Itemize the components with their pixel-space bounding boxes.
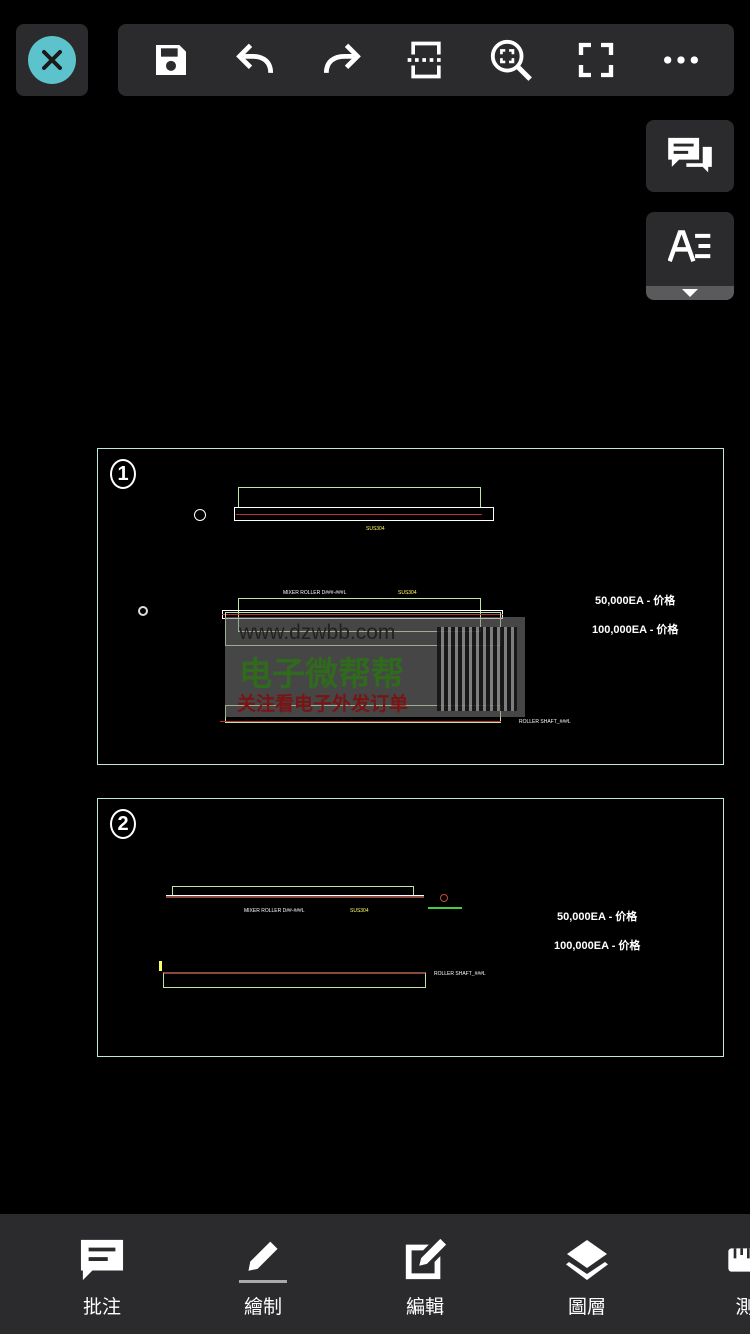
save-button[interactable]	[143, 32, 199, 88]
material-label: SUS304	[366, 526, 385, 532]
drawing-sheet-1[interactable]: 1 SUS304 MIXER ROLLER D###-###L SUS304 R…	[97, 448, 724, 765]
undo-icon	[235, 43, 273, 74]
sheet-number: 1	[110, 459, 136, 489]
roller-outline	[166, 895, 424, 898]
zoom-icon	[491, 39, 533, 81]
bearing-symbol	[138, 606, 148, 616]
nav-label: 圖層	[567, 1297, 606, 1318]
nav-edit[interactable]: 編輯	[370, 1234, 480, 1319]
redo-icon	[323, 43, 361, 74]
shaft-outline	[163, 972, 426, 988]
price-100000: 100,000EA - 价格	[554, 940, 641, 952]
centerline	[236, 514, 482, 515]
dimension-box	[238, 487, 481, 508]
material-label: SUS304	[350, 908, 369, 914]
dim-line	[428, 907, 462, 909]
watermark-url: www.dzwbb.com	[239, 621, 396, 644]
more-icon	[664, 56, 699, 64]
material-label: SUS304	[398, 590, 417, 596]
expand-tab[interactable]	[646, 286, 734, 300]
text-format-icon	[668, 230, 711, 262]
comments-icon	[668, 137, 712, 173]
nav-annotate[interactable]: 批注	[47, 1234, 157, 1319]
nav-label: 編輯	[405, 1297, 444, 1318]
close-button[interactable]	[16, 24, 88, 96]
section-circle	[440, 894, 448, 902]
zoom-button[interactable]	[483, 32, 539, 88]
close-icon	[28, 36, 76, 84]
part-label: MIXER ROLLER D###-###L	[283, 590, 347, 596]
watermark: www.dzwbb.com 电子微帮帮 关注看电子外发订单	[225, 617, 525, 717]
crop-icon	[407, 41, 445, 79]
centerline	[222, 614, 503, 615]
redo-button[interactable]	[313, 32, 369, 88]
annotation-icon	[80, 1239, 124, 1281]
price-100000: 100,000EA - 价格	[592, 624, 679, 636]
active-underline	[239, 1279, 287, 1283]
part-label: ROLLER SHAFT_###L	[434, 971, 486, 977]
crop-button[interactable]	[398, 32, 454, 88]
section-circle	[194, 509, 206, 521]
bottom-nav: 批注 繪制 編輯 圖層 測	[0, 1214, 750, 1334]
nav-layers[interactable]: 圖層	[532, 1234, 642, 1319]
nav-measure[interactable]: 測	[690, 1234, 750, 1319]
watermark-title: 电子微帮帮	[239, 655, 404, 692]
more-button[interactable]	[653, 32, 709, 88]
caret-down-icon	[682, 289, 698, 297]
nav-draw[interactable]: 繪制	[208, 1234, 318, 1319]
drawing-sheet-2[interactable]: 2 MIXER ROLLER D##-###L SUS304 ROLLER SH…	[97, 798, 724, 1057]
roller-outline	[234, 507, 494, 521]
part-label: MIXER ROLLER D##-###L	[244, 908, 305, 914]
price-50000: 50,000EA - 价格	[595, 595, 676, 607]
nav-label: 繪制	[243, 1297, 282, 1318]
sheet-number: 2	[110, 809, 136, 839]
edit-icon	[405, 1238, 447, 1280]
save-icon	[155, 45, 186, 75]
layers-icon	[566, 1240, 608, 1280]
text-style-button[interactable]	[646, 212, 734, 300]
ruler-icon	[728, 1248, 750, 1272]
nav-label: 測	[735, 1297, 750, 1318]
comments-button[interactable]	[646, 120, 734, 192]
qr-code	[437, 627, 517, 711]
part-label: ROLLER SHAFT_###L	[519, 719, 571, 725]
price-50000: 50,000EA - 价格	[557, 911, 638, 923]
centerline	[220, 721, 501, 722]
watermark-subtitle: 关注看电子外发订单	[237, 694, 409, 715]
pencil-icon	[248, 1241, 278, 1271]
dim-marker	[159, 961, 162, 971]
top-toolbar	[118, 24, 734, 96]
fullscreen-button[interactable]	[568, 32, 624, 88]
fullscreen-icon	[579, 42, 614, 78]
nav-label: 批注	[82, 1297, 121, 1318]
undo-button[interactable]	[228, 32, 284, 88]
